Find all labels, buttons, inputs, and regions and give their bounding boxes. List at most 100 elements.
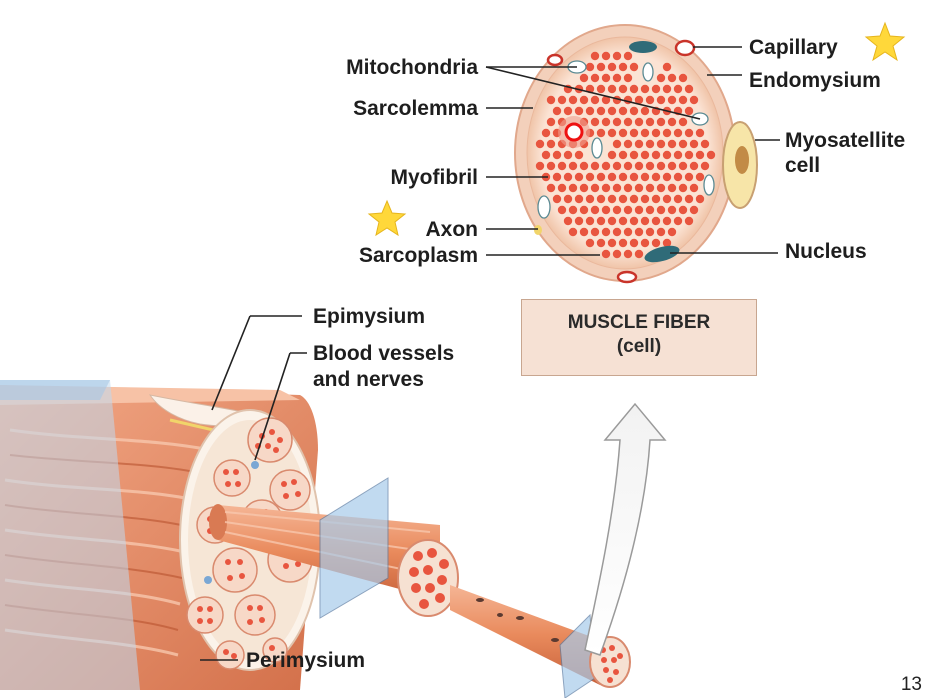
- myofibril-dot: [557, 205, 567, 215]
- myofibril-dot: [623, 73, 633, 83]
- myofibril-dot: [684, 172, 694, 182]
- myofibril-dot: [634, 205, 644, 215]
- myofibril-dot: [552, 172, 562, 182]
- myofibril-dot: [579, 95, 589, 105]
- myofibril-dot: [612, 51, 622, 61]
- myofibril-dot: [607, 238, 617, 248]
- myofibril-dot: [563, 150, 573, 160]
- myofibril-dot: [546, 139, 556, 149]
- myofibril-dot: [695, 172, 705, 182]
- label-nucleus: Nucleus: [785, 240, 867, 263]
- label-sarcoplasm: Sarcoplasm: [358, 244, 478, 267]
- myofibril-dot: [574, 172, 584, 182]
- myofibril-dot: [618, 194, 628, 204]
- myofibril-dot: [612, 73, 622, 83]
- myofibril-dot: [601, 161, 611, 171]
- label-myosatellite-cell-1: Myosatellite: [785, 129, 906, 152]
- myofibril-dot: [640, 106, 650, 116]
- muscle-fiber-cross-section: [514, 24, 758, 284]
- myofibril-dot: [706, 150, 716, 160]
- myofibril-dot: [579, 183, 589, 193]
- myofibril-dot: [618, 172, 628, 182]
- myofibril-dot: [656, 205, 666, 215]
- myofibril-dot: [601, 183, 611, 193]
- myofibril-dot: [667, 227, 677, 237]
- myofibril-dot: [634, 161, 644, 171]
- myofibril-dot: [618, 62, 628, 72]
- myofibril-dot: [612, 117, 622, 127]
- myofibril-dot: [596, 106, 606, 116]
- myofibril-dot: [667, 161, 677, 171]
- myofibril-dot: [590, 117, 600, 127]
- star-icon: [367, 199, 407, 237]
- myofibril-dot: [579, 73, 589, 83]
- myofibril-dot: [656, 139, 666, 149]
- myofibril-dot: [623, 205, 633, 215]
- myofibril-dot: [662, 84, 672, 94]
- muscle-fiber-box: MUSCLE FIBER (cell): [521, 299, 757, 376]
- myofibril-dot: [629, 62, 639, 72]
- myofibril-dot: [618, 150, 628, 160]
- zoom-arrow: [584, 402, 667, 656]
- myofibril-dot: [673, 194, 683, 204]
- myofibril-dot: [590, 51, 600, 61]
- myofibril-dot: [596, 172, 606, 182]
- myofibril-dot: [629, 216, 639, 226]
- myofibril-dot: [634, 139, 644, 149]
- myofibril-dot: [568, 183, 578, 193]
- myofibril-dot: [684, 216, 694, 226]
- myofibril-dot: [618, 216, 628, 226]
- myofibril-dot: [645, 227, 655, 237]
- myofibril-dot: [634, 95, 644, 105]
- myofibril-dot: [607, 84, 617, 94]
- star-icon: [864, 21, 906, 62]
- myofibril-dot: [662, 62, 672, 72]
- myofibril-dot: [574, 216, 584, 226]
- myofibril-dot: [557, 95, 567, 105]
- label-myofibril: Myofibril: [390, 166, 479, 189]
- myofibril-dot: [673, 172, 683, 182]
- box-subtitle: (cell): [616, 336, 662, 357]
- myofibril-dot: [673, 84, 683, 94]
- myofibril-dot: [563, 106, 573, 116]
- myofibril-dot: [596, 62, 606, 72]
- myofibril-dot: [640, 172, 650, 182]
- myofibril-dot: [678, 139, 688, 149]
- myofibril-dot: [557, 161, 567, 171]
- myofibril-dot: [612, 139, 622, 149]
- myofibril-dot: [645, 139, 655, 149]
- myofibril-dot: [629, 84, 639, 94]
- myofibril-dot: [623, 183, 633, 193]
- myofibril-dot: [590, 73, 600, 83]
- myofibril-dot: [684, 84, 694, 94]
- myofibril-dot: [684, 150, 694, 160]
- myofibril-dot: [695, 194, 705, 204]
- myofibril-dot: [629, 238, 639, 248]
- myofibril-dot: [568, 95, 578, 105]
- myofibril-dot: [656, 117, 666, 127]
- myofibril-dot: [574, 106, 584, 116]
- myofibril-dot: [612, 249, 622, 259]
- myofibril-dot: [623, 249, 633, 259]
- myofibril-dot: [667, 73, 677, 83]
- myofibril-dot: [590, 161, 600, 171]
- myofibril-dot: [667, 183, 677, 193]
- myofibril-dot: [585, 238, 595, 248]
- myofibril-dot: [612, 183, 622, 193]
- myofibril-dot: [640, 128, 650, 138]
- myofibril-dot: [678, 95, 688, 105]
- myofibril-dot: [601, 51, 611, 61]
- label-perimysium: Perimysium: [246, 649, 366, 672]
- myofibril-dot: [596, 238, 606, 248]
- myofibril-dot: [623, 161, 633, 171]
- label-sarcolemma: Sarcolemma: [353, 97, 478, 120]
- myofibril-dot: [612, 227, 622, 237]
- myofibril-dot: [541, 150, 551, 160]
- myofibril-dot: [607, 194, 617, 204]
- myofibril-dot: [563, 216, 573, 226]
- myofibril-dot: [684, 194, 694, 204]
- myofibril-dot: [689, 95, 699, 105]
- myofibril-dot: [546, 95, 556, 105]
- myofibril-dot: [574, 194, 584, 204]
- myofibril-dot: [656, 183, 666, 193]
